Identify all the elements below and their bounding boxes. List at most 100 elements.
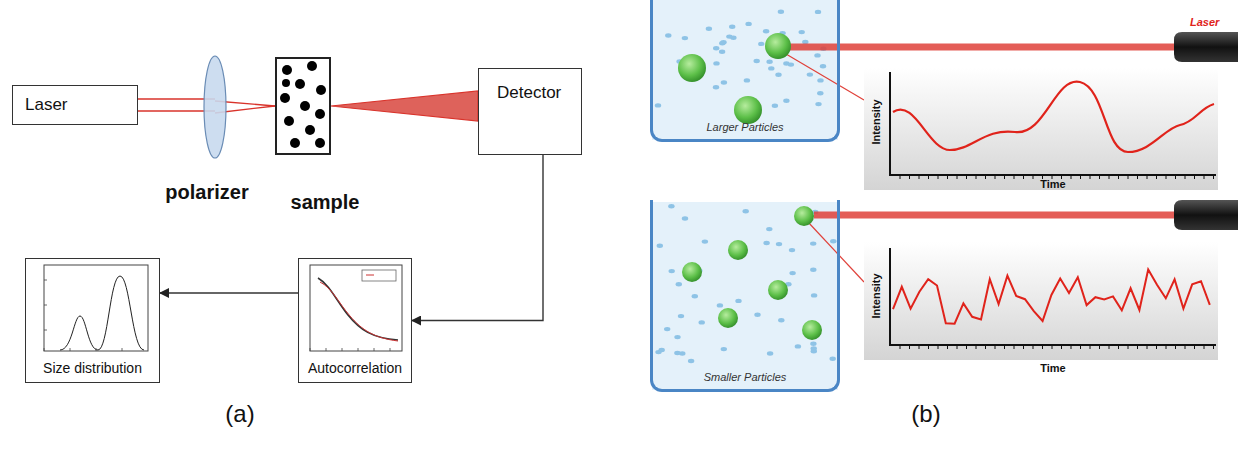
solvent-molecule	[807, 72, 813, 76]
solvent-molecule	[674, 351, 680, 355]
text-label: Laser	[1190, 16, 1219, 28]
axis-label: Intensity	[870, 99, 882, 144]
beaker-liquid	[652, 0, 838, 140]
solvent-molecule	[810, 342, 816, 346]
solvent-molecule	[754, 59, 760, 63]
axis-tick	[928, 175, 929, 179]
solvent-molecule	[665, 33, 671, 37]
solvent-molecule	[729, 25, 735, 29]
axis-tick	[928, 345, 929, 349]
node-label: Smaller Particles	[704, 371, 787, 383]
axis-tick	[1042, 345, 1043, 349]
solvent-molecule	[763, 29, 769, 33]
light-beam	[331, 91, 478, 121]
solvent-molecule	[810, 268, 816, 272]
axis-tick	[1166, 345, 1167, 349]
axis-tick	[1175, 175, 1176, 179]
axis-label: Intensity	[870, 273, 882, 318]
axis-tick	[1118, 345, 1119, 349]
solvent-molecule	[767, 351, 773, 355]
axis-tick	[1166, 175, 1167, 179]
solvent-molecules	[655, 10, 837, 364]
axis-tick	[919, 345, 920, 349]
particles	[678, 33, 822, 340]
solvent-molecule	[682, 216, 688, 220]
axis-tick	[1033, 345, 1034, 349]
solvent-molecule	[659, 348, 665, 352]
solvent-molecule	[830, 239, 836, 243]
axis-tick	[1080, 175, 1081, 179]
solvent-molecule	[719, 50, 725, 54]
axis-tick	[1185, 175, 1186, 179]
axis-tick	[1033, 175, 1034, 179]
axis-tick	[1099, 175, 1100, 179]
solvent-molecule	[817, 91, 823, 95]
axis-tick	[938, 345, 939, 349]
axis-tick	[985, 175, 986, 179]
solvent-molecule	[775, 73, 781, 77]
axis-tick	[1204, 345, 1205, 349]
solvent-molecule	[811, 349, 817, 353]
solvent-molecule	[788, 62, 794, 66]
solvent-molecule	[678, 314, 684, 318]
solvent-molecule	[726, 34, 732, 38]
axis-tick	[1204, 175, 1205, 179]
solvent-molecule	[744, 78, 750, 82]
axis-tick	[909, 175, 910, 179]
solvent-molecule	[817, 78, 823, 82]
node-label: Autocorrelation	[308, 360, 402, 376]
laser-box: Laser	[12, 85, 138, 125]
axis-tick	[1156, 175, 1157, 179]
solvent-molecule	[766, 60, 772, 64]
axis-tick	[1090, 175, 1091, 179]
solvent-molecule	[766, 227, 772, 231]
axis-tick	[1128, 345, 1129, 349]
node-label: polarizer	[165, 181, 248, 204]
axis-tick	[1023, 175, 1024, 179]
axis-tick	[1014, 175, 1015, 179]
solvent-molecule	[745, 22, 751, 26]
intensity-trace	[893, 82, 1214, 152]
connector-line	[412, 155, 543, 321]
solvent-molecule	[721, 80, 727, 84]
solvent-molecule	[688, 359, 694, 363]
solvent-molecule	[668, 204, 674, 208]
solvent-molecule	[789, 271, 795, 275]
axis-tick	[1061, 345, 1062, 349]
axis-tick	[1137, 345, 1138, 349]
solvent-molecule	[789, 248, 795, 252]
axis-tick	[1099, 345, 1100, 349]
beam-line	[138, 98, 215, 99]
solvent-molecule	[763, 241, 769, 245]
scatter-line	[786, 54, 864, 100]
polarizer-lens: polarizer	[203, 55, 227, 159]
axis-tick	[947, 345, 948, 349]
solvent-molecule	[815, 102, 821, 106]
axis-tick	[1156, 345, 1157, 349]
axis-tick	[919, 175, 920, 179]
axis-tick	[957, 175, 958, 179]
axis-tick	[1194, 175, 1195, 179]
axis-tick	[900, 345, 901, 349]
laser-device	[1174, 200, 1238, 230]
node-label: Laser	[25, 95, 68, 115]
signal-arrow	[412, 155, 543, 321]
axis-tick	[976, 175, 977, 179]
solvent-molecule	[830, 357, 836, 361]
axis-tick	[985, 345, 986, 349]
axis-tick	[1185, 345, 1186, 349]
lens-shape	[204, 56, 226, 158]
axis-tick	[1175, 345, 1176, 349]
beaker: Larger Particles	[650, 0, 840, 142]
laser-beam	[814, 212, 1174, 219]
solvent-molecule	[706, 27, 712, 31]
solvent-molecule	[778, 10, 784, 14]
axis-tick	[966, 175, 967, 179]
solvent-molecule	[721, 347, 727, 351]
solvent-molecule	[820, 64, 826, 68]
beaker: Smaller Particles	[650, 200, 840, 392]
solvent-molecule	[811, 293, 817, 297]
solvent-molecule	[772, 104, 778, 108]
